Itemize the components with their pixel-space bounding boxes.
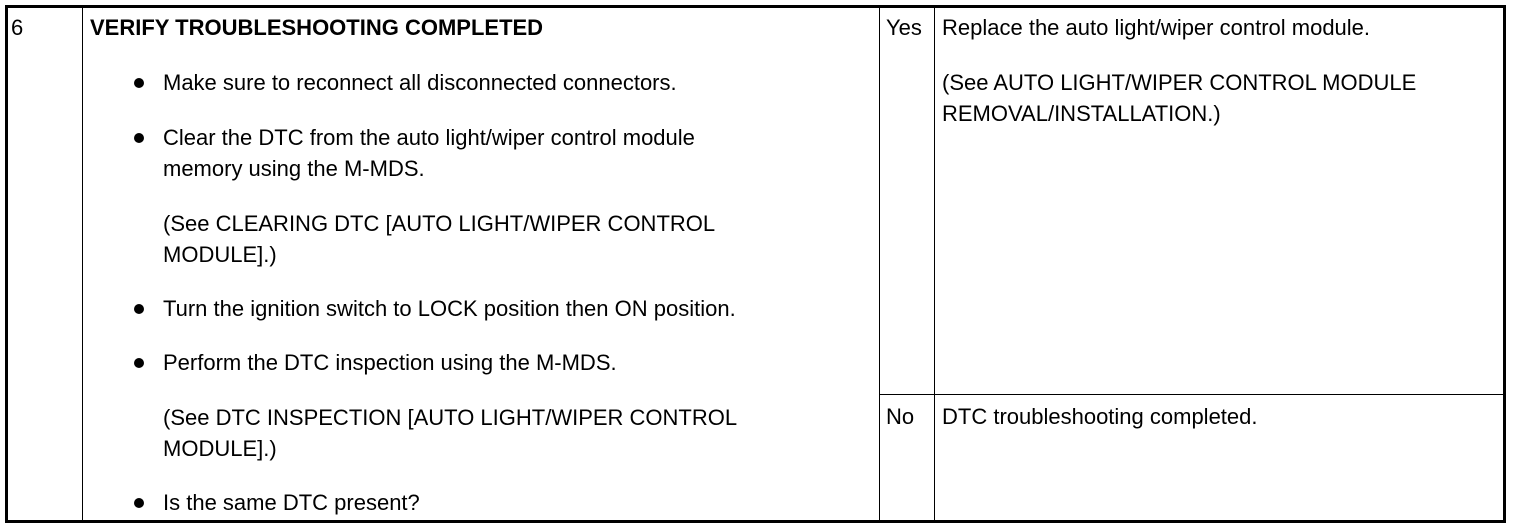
table-border bbox=[5, 5, 1506, 523]
inspection-question: Is the same DTC present? bbox=[163, 490, 420, 515]
bullet-icon bbox=[134, 498, 144, 508]
result-no-action: DTC troubleshooting completed. bbox=[942, 404, 1258, 429]
step-number: 6 bbox=[11, 15, 24, 40]
inspection-reference-line: (See CLEARING DTC [AUTO LIGHT/WIPER CONT… bbox=[163, 211, 716, 236]
inspection-reference-line: (See DTC INSPECTION [AUTO LIGHT/WIPER CO… bbox=[163, 405, 738, 430]
bullet-icon bbox=[134, 133, 144, 143]
result-yes-reference-line: (See AUTO LIGHT/WIPER CONTROL MODULE bbox=[942, 70, 1417, 95]
result-no-label: No bbox=[886, 404, 915, 429]
bullet-icon bbox=[134, 78, 144, 88]
inspection-reference-line: MODULE].) bbox=[163, 242, 277, 267]
column-divider-result bbox=[934, 5, 935, 523]
inspection-item-line: Clear the DTC from the auto light/wiper … bbox=[163, 125, 695, 150]
result-yes-action: Replace the auto light/wiper control mod… bbox=[942, 15, 1371, 40]
column-divider-step bbox=[82, 5, 83, 523]
inspection-item: Make sure to reconnect all disconnected … bbox=[163, 70, 677, 95]
column-divider-inspection bbox=[879, 5, 880, 523]
inspection-reference-line: MODULE].) bbox=[163, 436, 277, 461]
inspection-item: Perform the DTC inspection using the M-M… bbox=[163, 350, 617, 375]
bullet-icon bbox=[134, 304, 144, 314]
result-yes-reference-line: REMOVAL/INSTALLATION.) bbox=[942, 101, 1221, 126]
result-row-divider bbox=[879, 394, 1506, 395]
step-title: VERIFY TROUBLESHOOTING COMPLETED bbox=[90, 15, 544, 40]
inspection-item: Turn the ignition switch to LOCK positio… bbox=[163, 296, 736, 321]
result-yes-label: Yes bbox=[886, 15, 922, 40]
inspection-item-line: memory using the M-MDS. bbox=[163, 156, 425, 181]
bullet-icon bbox=[134, 358, 144, 368]
